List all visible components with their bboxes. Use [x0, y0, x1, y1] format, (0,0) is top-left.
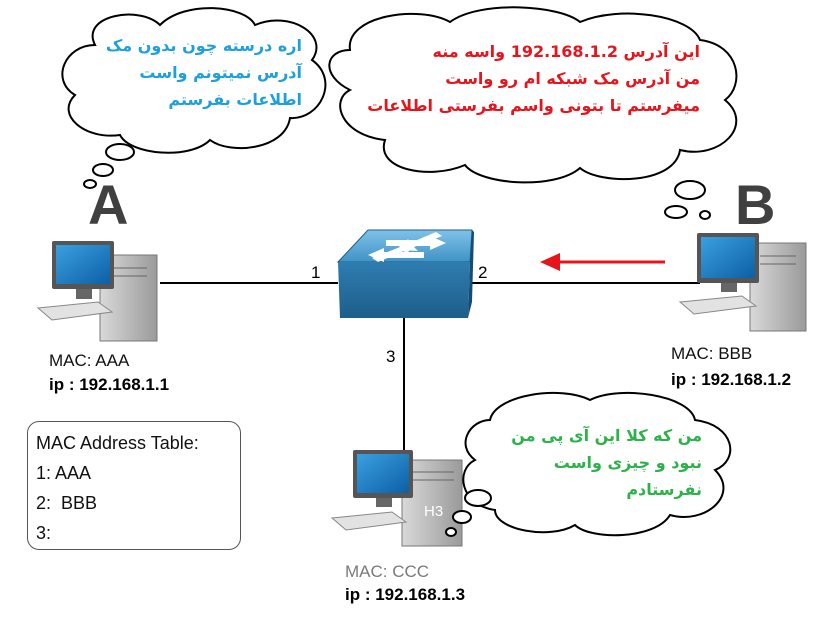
mac-table-row: 1: AAA — [36, 463, 92, 483]
host-b-letter: B — [735, 173, 776, 236]
host-a-mac: MAC: AAA — [49, 351, 130, 370]
bubble-c-line-1: من که کلا این آی پی من — [511, 426, 702, 445]
port-3-label: 3 — [386, 347, 396, 366]
host-c-ip: ip : 192.168.1.3 — [345, 585, 466, 604]
host-b-ip: ip : 192.168.1.2 — [671, 370, 792, 389]
port-1-label: 1 — [311, 263, 321, 282]
bubble-a-line-2: آدرس نمیتونم واست — [139, 63, 302, 82]
thought-bubble-c — [445, 391, 732, 537]
bubble-c-line-3: نفرستادم — [626, 480, 702, 499]
switch-icon — [336, 229, 474, 318]
host-c-label: H3 — [424, 503, 444, 520]
mac-table-row: 2: BBB — [36, 493, 98, 513]
host-a-ip: ip : 192.168.1.1 — [49, 375, 170, 394]
mac-address-table: MAC Address Table: 1: AAA 2: BBB 3: — [27, 421, 241, 550]
host-a-letter: A — [88, 173, 129, 236]
thought-bubble-b — [328, 6, 738, 220]
bubble-b-line-2: من آدرس مک شبکه ام رو واست — [445, 69, 700, 88]
bubble-c-text: من که کلا این آی پی من نبود و چیزی واست … — [490, 422, 702, 503]
host-b-computer-icon — [678, 233, 807, 332]
host-c-mac: MAC: CCC — [345, 562, 430, 581]
bubble-b-line-3: میفرستم تا بتونی واسم بفرستی اطلاعات — [367, 96, 700, 115]
host-c-computer-icon — [330, 450, 463, 547]
bubble-a-text: اره درسته چون بدون مک آدرس نمیتونم واست … — [92, 32, 302, 113]
bubble-a-line-3: اطلاعات بفرستم — [168, 90, 302, 109]
bubble-b-text: این آدرس 192.168.1.2 واسه منه من آدرس مک… — [367, 38, 700, 119]
mac-table-title: MAC Address Table: — [36, 433, 199, 453]
port-2-label: 2 — [478, 263, 488, 282]
bubble-a-line-1: اره درسته چون بدون مک — [105, 36, 302, 55]
host-b-mac: MAC: BBB — [671, 344, 753, 363]
mac-table-row: 3: — [36, 523, 52, 543]
thought-bubble-a — [61, 7, 327, 189]
arrow-icon — [540, 253, 665, 271]
host-a-computer-icon — [36, 241, 158, 342]
bubble-c-line-2: نبود و چیزی واست — [553, 453, 702, 472]
bubble-b-line-1: این آدرس 192.168.1.2 واسه منه — [432, 42, 700, 61]
